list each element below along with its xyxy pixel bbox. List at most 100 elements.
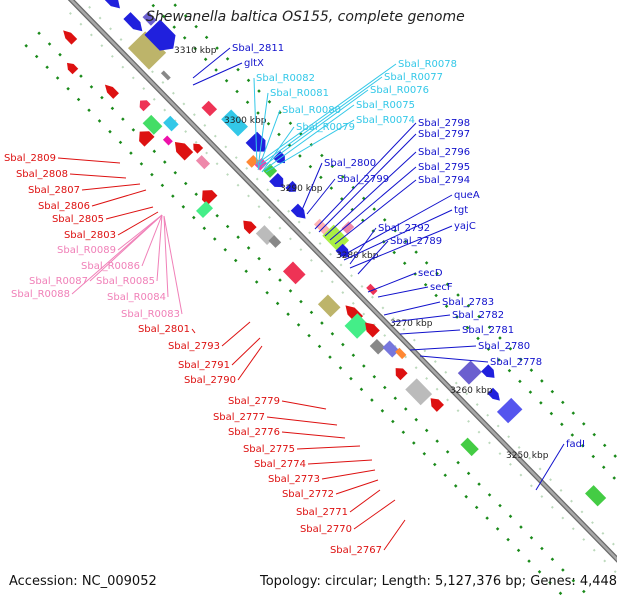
forward-tick-row-dot xyxy=(121,117,125,121)
inner-dot xyxy=(287,209,291,213)
outer-forward-dots-dot xyxy=(24,44,28,48)
outer-reverse-dots-dot xyxy=(508,346,513,351)
reverse-rna-callout-line xyxy=(163,215,169,298)
outer-reverse-dots-dot xyxy=(571,411,576,415)
reverse-gene-callout-line xyxy=(335,479,379,495)
outer-forward-dots-dot xyxy=(422,451,427,456)
forward-gene-label: Sbal_2798 xyxy=(418,118,470,129)
reverse-gene-callout-line xyxy=(117,211,159,236)
reverse-gene-box xyxy=(268,235,282,248)
forward-tick-row-dot xyxy=(37,31,41,35)
forward-rna-label: Sbal_R0077 xyxy=(384,72,443,83)
outer-reverse-dots-dot xyxy=(204,35,209,40)
forward-gene-label: Sbal_2794 xyxy=(418,175,470,186)
reverse-rna-label: Sbal_R0088 xyxy=(11,289,70,300)
outer-forward-dots-dot xyxy=(359,387,364,392)
reverse-tick-row-dot xyxy=(570,433,575,437)
forward-tick-row-dot xyxy=(58,52,62,57)
reverse-gene-box xyxy=(162,135,173,146)
forward-tick-row-dot xyxy=(508,514,513,519)
reverse-gene-arrow xyxy=(66,62,79,75)
reverse-gene-callout-line xyxy=(353,499,396,530)
forward-rna-label: Sbal_R0082 xyxy=(256,73,315,84)
forward-tick-row-dot xyxy=(456,460,460,465)
forward-tick-row-dot xyxy=(362,364,366,368)
inner-dot xyxy=(351,301,355,305)
outer-reverse-dots-dot xyxy=(225,57,230,61)
reverse-gene-arrow xyxy=(243,220,257,235)
outer-forward-dots-dot xyxy=(548,580,552,585)
inner-dot xyxy=(435,387,439,391)
forward-tick-row-dot xyxy=(519,525,523,529)
outer-reverse-dots-dot xyxy=(372,207,377,211)
inner-dot xyxy=(88,5,92,9)
forward-tick-row-dot xyxy=(351,353,356,358)
forward-tick-row-dot xyxy=(424,428,429,433)
inner-dot xyxy=(540,495,544,498)
reverse-gene-box xyxy=(163,115,179,132)
reverse-gene-arrow xyxy=(202,190,218,206)
forward-tick-row-dot xyxy=(79,74,83,78)
forward-gene-label: Sbal_2811 xyxy=(232,43,284,54)
inner-dot xyxy=(404,355,408,359)
outer-forward-dots-dot xyxy=(192,215,196,220)
outer-forward-dots-dot xyxy=(55,76,60,80)
forward-tick-row-dot xyxy=(330,332,335,336)
genome-backbone xyxy=(49,0,617,583)
forward-gene-callout-line xyxy=(383,301,441,316)
reverse-tick-row-dot xyxy=(193,46,197,51)
forward-tick-row-dot xyxy=(194,192,198,197)
inner-dot xyxy=(475,403,479,406)
forward-gene-callout-line xyxy=(399,329,461,335)
forward-gene-box xyxy=(366,283,378,296)
reverse-gene-arrow xyxy=(139,100,151,112)
inner-dot xyxy=(519,473,523,477)
inner-dot xyxy=(161,81,165,84)
reverse-gene-callout-line xyxy=(105,206,154,220)
kbp-tick-label: 3270 kbp xyxy=(390,319,433,329)
forward-gene-callout-line xyxy=(329,166,417,241)
outer-forward-dots-dot xyxy=(233,258,238,263)
reverse-gene-callout-line xyxy=(296,445,361,450)
reverse-rna-label: Sbal_R0087 xyxy=(29,276,88,287)
inner-dot xyxy=(528,456,532,460)
outer-forward-dots-dot xyxy=(150,172,154,177)
inner-dot xyxy=(163,108,167,112)
inner-dot xyxy=(477,430,481,434)
outer-reverse-dots-dot xyxy=(519,357,523,362)
inner-dot xyxy=(182,102,186,106)
inner-dot xyxy=(119,38,123,41)
outer-reverse-dots-dot xyxy=(267,100,272,104)
outer-forward-dots-dot xyxy=(453,484,458,488)
forward-tick-row-dot xyxy=(267,267,272,272)
outer-reverse-dots-dot xyxy=(592,432,597,437)
inner-dot xyxy=(110,54,114,58)
inner-dot xyxy=(309,258,313,262)
inner-dot xyxy=(550,505,554,509)
inner-dot xyxy=(383,334,387,337)
forward-gene-label: Sbal_2780 xyxy=(478,341,530,352)
forward-gene-callout-line xyxy=(192,47,231,79)
forward-tick-row-dot xyxy=(487,493,492,497)
reverse-gene-box xyxy=(460,437,479,457)
outer-forward-dots-dot xyxy=(275,301,280,306)
outer-reverse-dots-dot xyxy=(498,336,502,340)
outer-forward-dots-dot xyxy=(412,441,416,445)
forward-rna-callout-line xyxy=(261,89,369,168)
outer-forward-dots-dot xyxy=(244,269,248,274)
forward-tick-row-dot xyxy=(498,503,502,508)
reverse-tick-row-dot xyxy=(329,186,334,190)
inner-dot xyxy=(109,27,112,31)
outer-forward-dots-dot xyxy=(171,194,175,198)
forward-rna-label: Sbal_R0081 xyxy=(270,88,329,99)
outer-reverse-dots-dot xyxy=(236,67,240,72)
inner-dot xyxy=(224,145,228,149)
outer-reverse-dots-dot xyxy=(288,121,293,126)
outer-forward-dots-dot xyxy=(516,548,521,553)
reverse-gene-label: Sbal_2777 xyxy=(213,412,265,423)
reverse-gene-callout-line xyxy=(191,328,196,334)
reverse-tick-row-dot xyxy=(486,347,491,351)
forward-rna-callout-line xyxy=(263,104,355,171)
reverse-tick-row-dot xyxy=(266,121,271,126)
